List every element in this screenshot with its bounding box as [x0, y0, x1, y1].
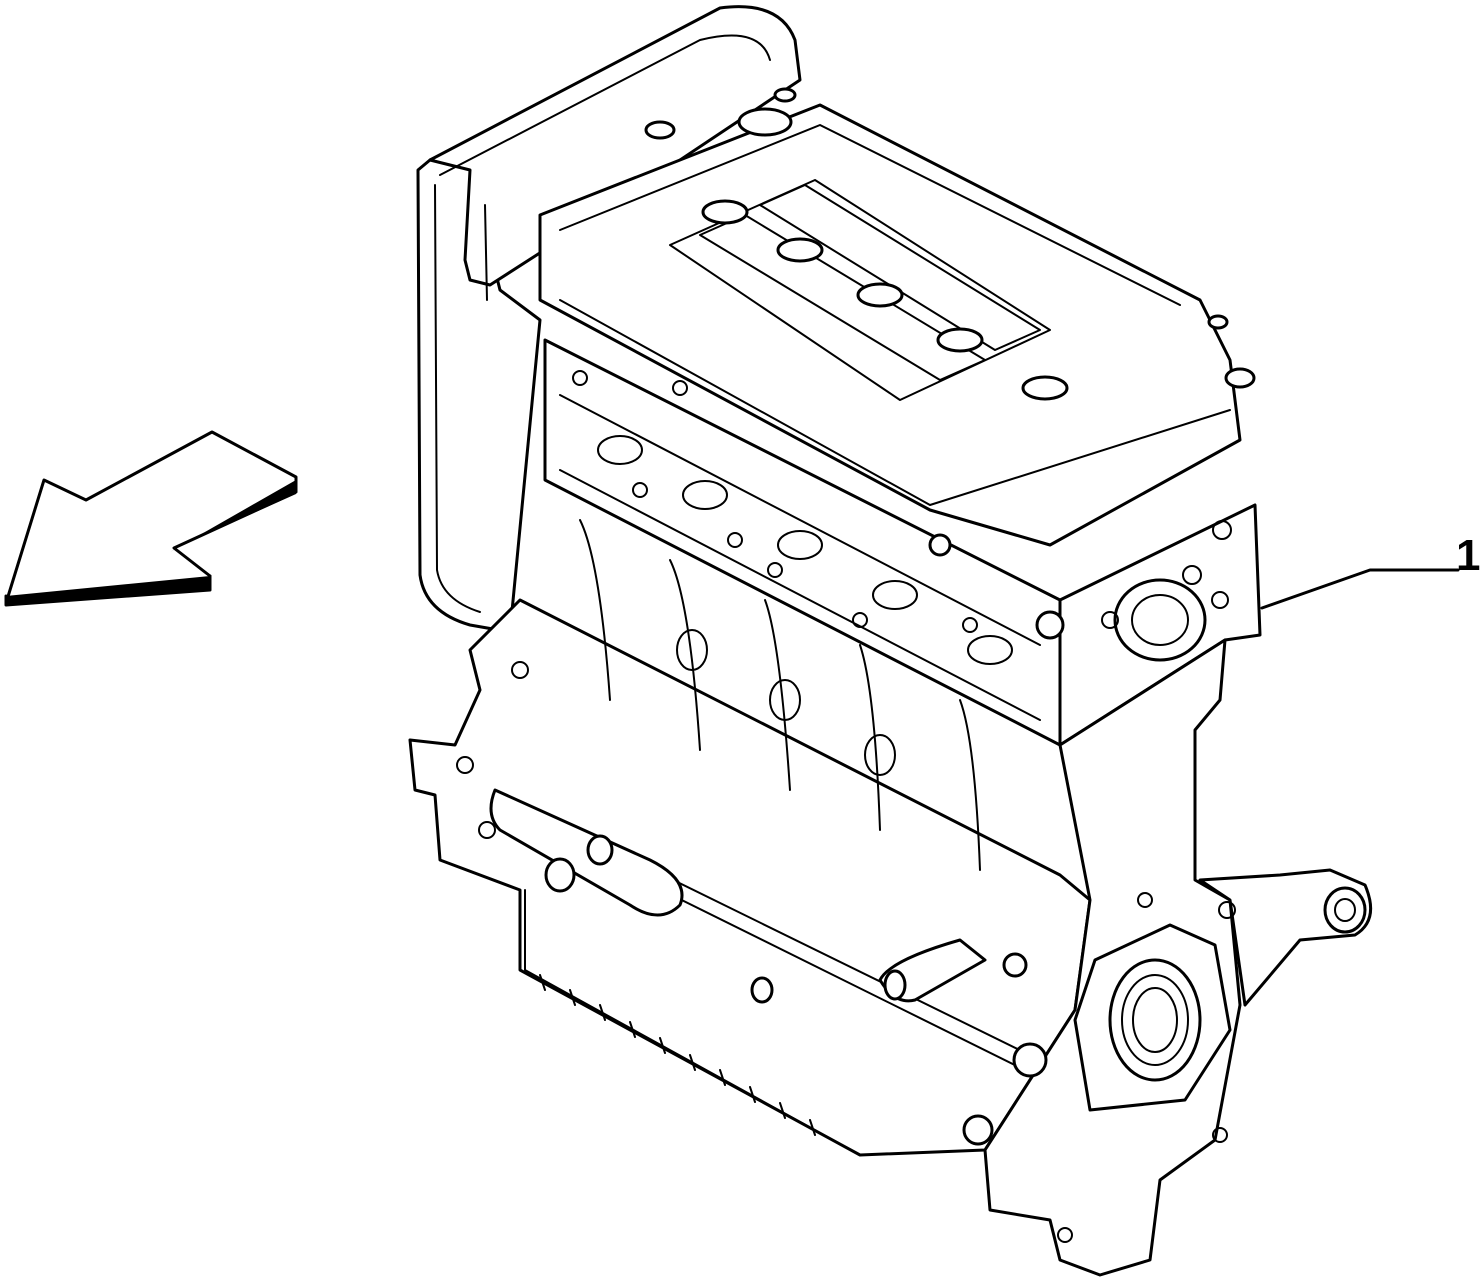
callout-leader-line [1260, 568, 1460, 610]
engine-assembly [408, 5, 1373, 1277]
callout-label-1: 1 [1456, 531, 1480, 580]
front-of-vehicle-arrow [4, 430, 298, 607]
